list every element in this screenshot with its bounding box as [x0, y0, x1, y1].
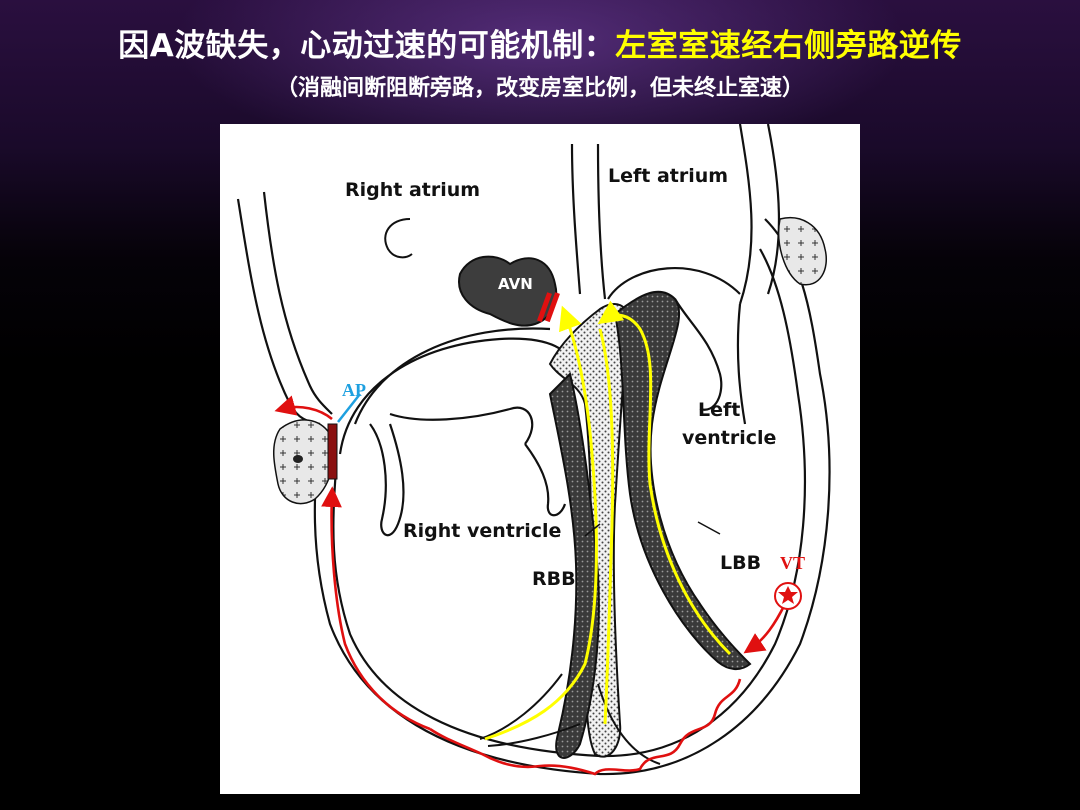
- ap-pointer: [337, 393, 361, 423]
- vt-label: VT: [780, 553, 805, 573]
- right-ventricle-label: Right ventricle: [403, 520, 561, 542]
- left-ventricle-label-1: Left: [698, 399, 740, 421]
- lv-fat-pad: [778, 217, 827, 286]
- coronary-artery: [293, 455, 303, 463]
- ap-fat-pad: [273, 419, 335, 505]
- heart-diagram-panel: AVN Right atrium Left atrium Left ven: [220, 124, 860, 794]
- left-atrium-label: Left atrium: [608, 165, 728, 187]
- ap-label: AP: [342, 380, 366, 400]
- lbb-label: LBB: [720, 552, 761, 574]
- slide-title: 因A波缺失，心动过速的可能机制：左室室速经右侧旁路逆传: [0, 20, 1080, 65]
- slide-subtitle: （消融间断阻断旁路，改变房室比例，但未终止室速）: [275, 76, 804, 101]
- left-ventricle-label-2: ventricle: [682, 427, 776, 449]
- right-atrium-label: Right atrium: [345, 179, 480, 201]
- coronary-sinus: [384, 218, 413, 259]
- conduction-paths: [484, 300, 732, 741]
- heart-diagram: AVN Right atrium Left atrium Left ven: [236, 124, 831, 776]
- accessory-pathway: [327, 423, 338, 480]
- label-pointers: [584, 521, 721, 537]
- title-main: 因A波缺失，心动过速的可能机制：: [118, 28, 616, 64]
- avn-label: AVN: [498, 275, 533, 293]
- activation-path: [274, 395, 787, 776]
- avn-node: AVN: [458, 255, 560, 327]
- rbb-label: RBB: [532, 568, 576, 590]
- vt-source: [774, 582, 802, 610]
- title-highlight: 左室室速经右侧旁路逆传: [615, 28, 962, 64]
